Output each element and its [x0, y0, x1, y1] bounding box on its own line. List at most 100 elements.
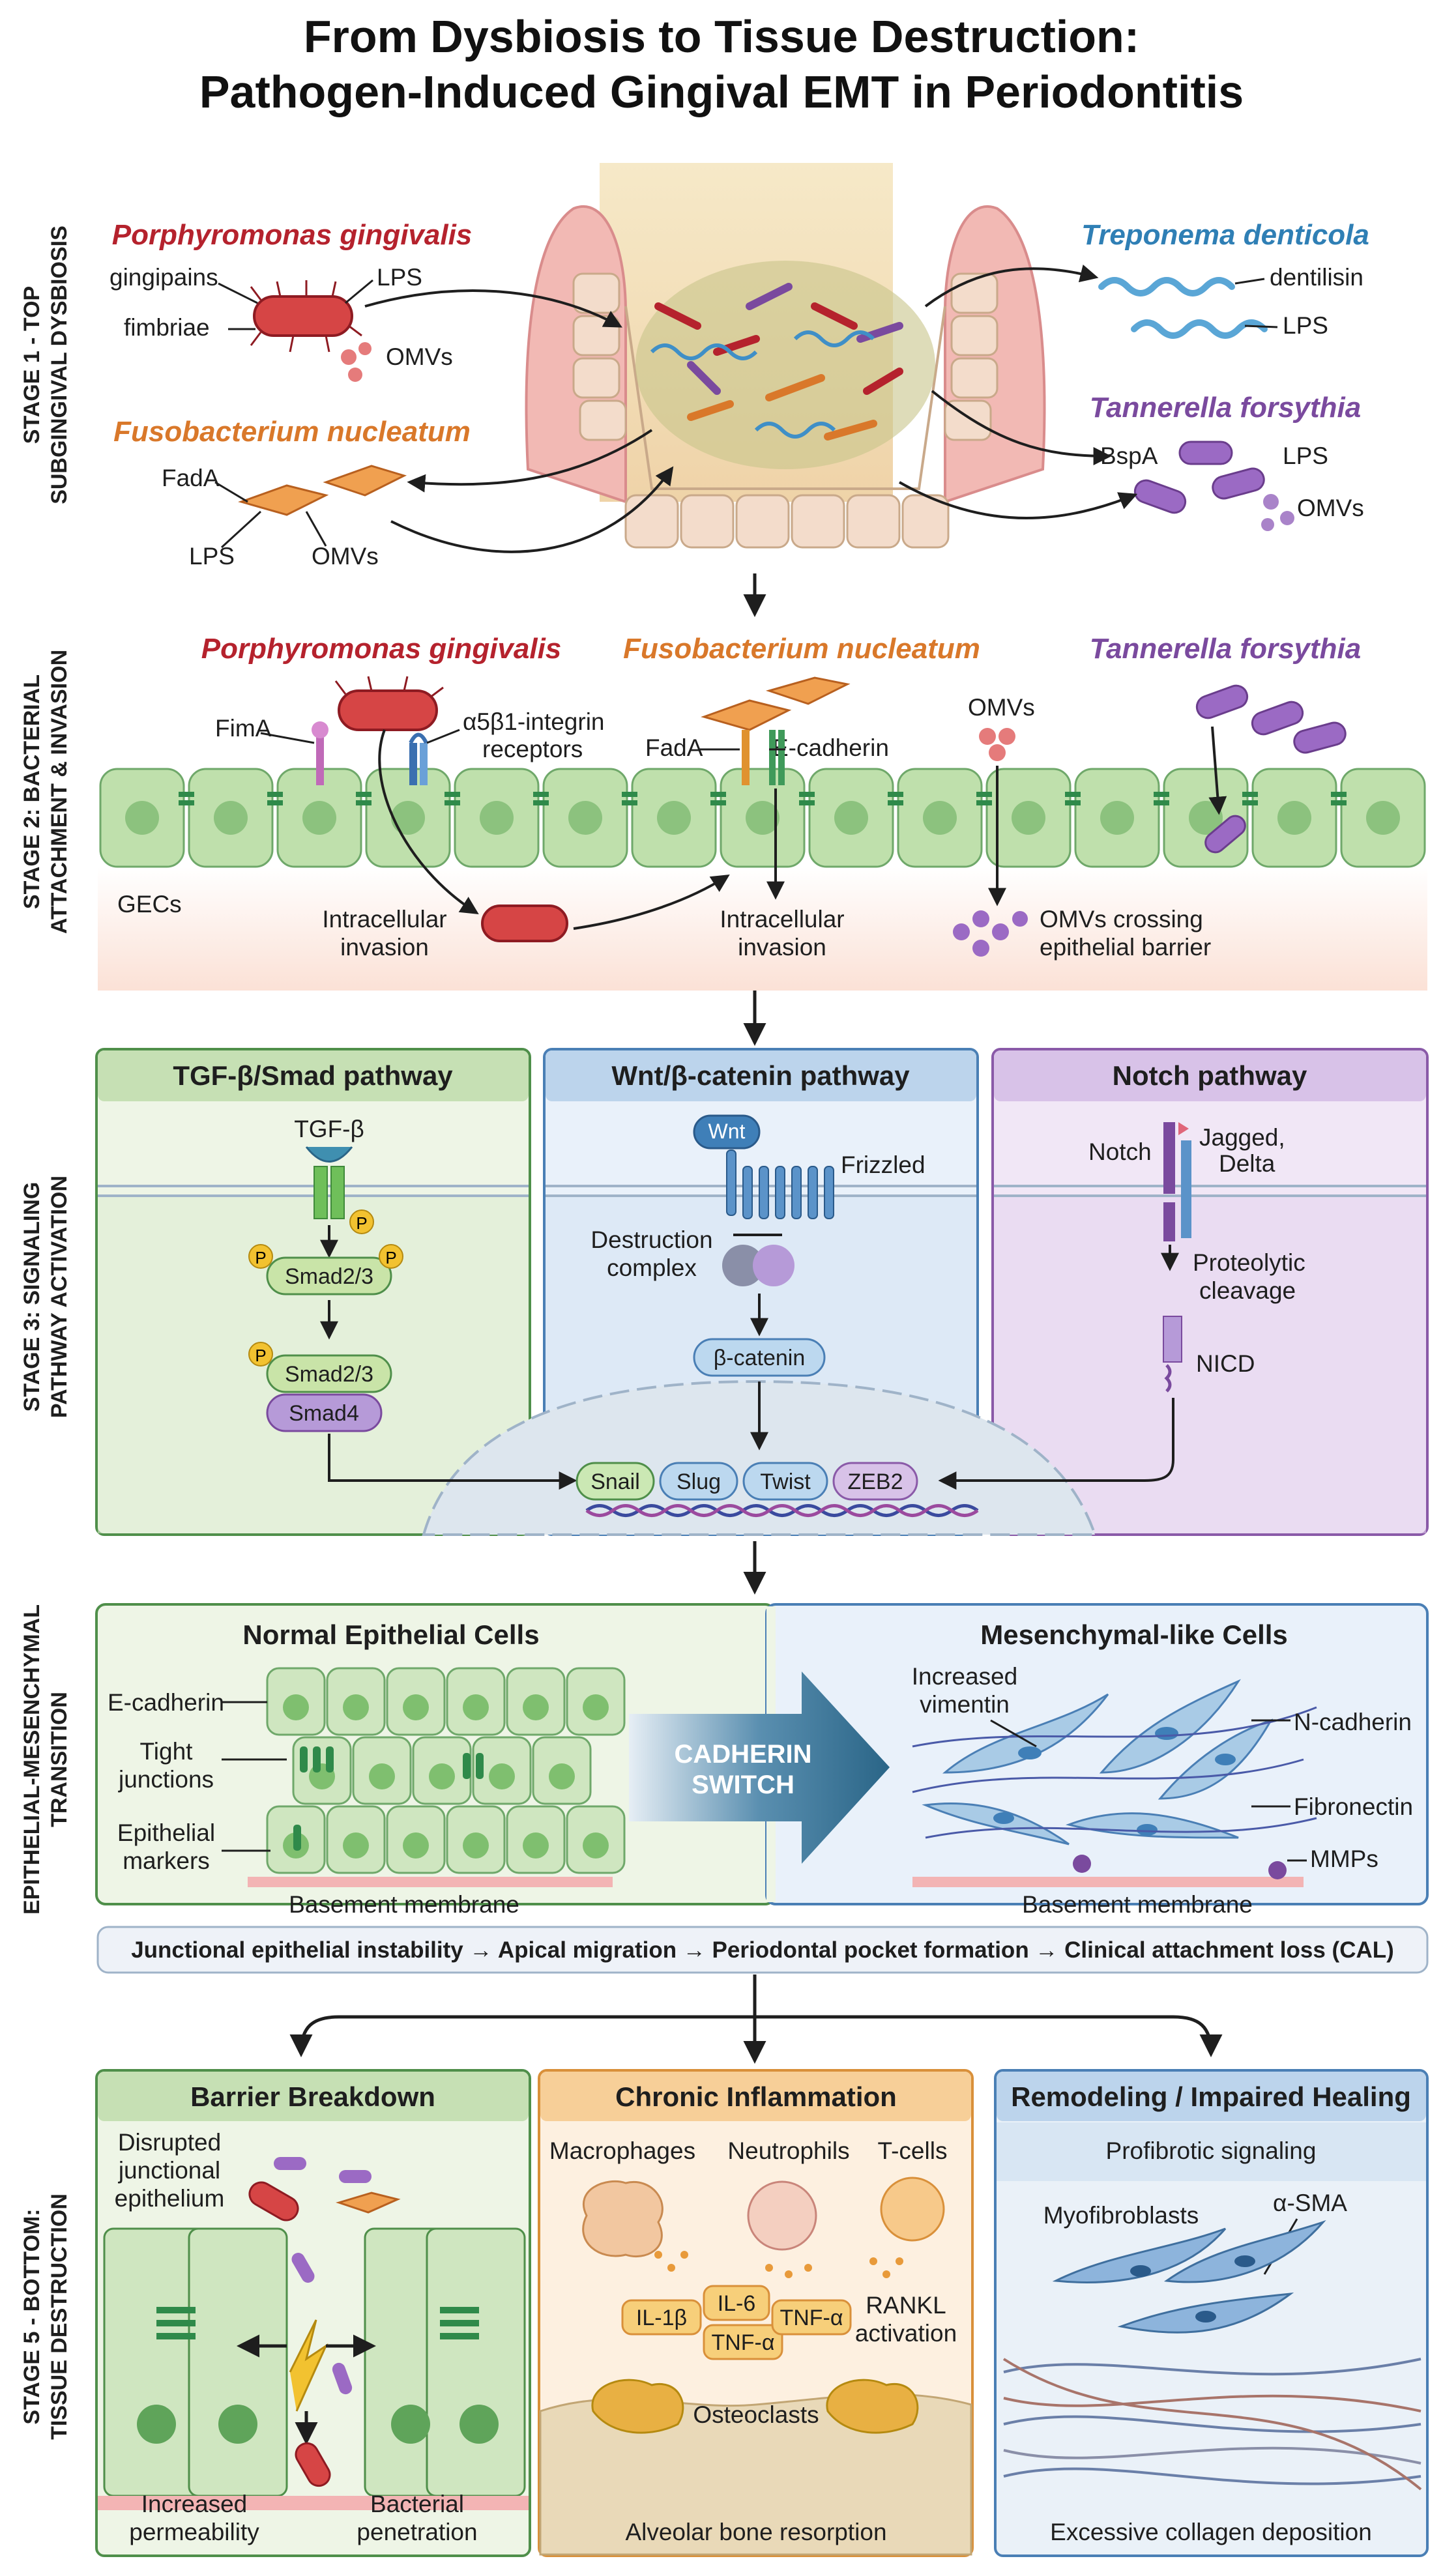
emt-bm-right: Basement membrane — [1022, 1891, 1253, 1918]
gec-nucleus — [657, 801, 691, 835]
tight-junction — [799, 800, 815, 805]
emt-ncad: N-cadherin — [1294, 1709, 1412, 1735]
bm-right-strip — [912, 1877, 1304, 1887]
osteoclasts-label: Osteoclasts — [693, 2401, 819, 2428]
stage1-pg-name: Porphyromonas gingivalis — [112, 219, 473, 251]
notch-label: Notch — [1088, 1138, 1152, 1165]
tight-junction — [976, 792, 992, 797]
tight-junction — [1242, 792, 1258, 797]
jagged-delta-2: Delta — [1219, 1150, 1275, 1177]
tgf-header: TGF-β/Smad pathway — [173, 1060, 453, 1091]
rankl-1: RANKL — [866, 2292, 946, 2319]
switch-line1: CADHERIN — [674, 1740, 811, 1769]
barrier-arrows — [237, 2334, 376, 2445]
normal-epithelial-grid — [266, 1667, 626, 1874]
pg-omvs-stage1 — [341, 342, 372, 382]
bp-2: penetration — [357, 2519, 477, 2545]
emt-side-label-2: TRANSITION — [47, 1692, 72, 1827]
stage2-omvs: OMVs — [968, 694, 1035, 721]
tight-junction — [1331, 792, 1347, 797]
stage2-omv-cross-2: epithelial barrier — [1040, 934, 1211, 961]
osteoclast-right — [826, 2379, 919, 2434]
consequence-text: Junctional epithelial instability → Apic… — [131, 1937, 1394, 1963]
emt-epithelial-nucleus — [429, 1763, 455, 1789]
stage3: STAGE 3: SIGNALING PATHWAY ACTIVATION TG… — [20, 1048, 1429, 1536]
inflammation-header: Chronic Inflammation — [615, 2081, 897, 2112]
bm-left-strip — [248, 1877, 613, 1887]
gingival-pocket-illustration — [525, 163, 1046, 549]
emt-bm-left: Basement membrane — [289, 1891, 519, 1918]
emt-epithelial-nucleus — [549, 1763, 575, 1789]
neutrophils-label: Neutrophils — [727, 2137, 849, 2164]
emt-side-label-1: EPITHELIAL-MESENCHYMAL — [20, 1604, 44, 1915]
fn-bacteria-stage1 — [238, 465, 407, 516]
emt-tight-junction — [326, 1746, 334, 1773]
tight-junction — [533, 800, 549, 805]
proteolytic-2: cleavage — [1199, 1277, 1296, 1304]
neutrophil-cell — [747, 2180, 817, 2251]
gec-nucleus — [834, 801, 868, 835]
profibrotic-label: Profibrotic signaling — [1106, 2137, 1317, 2164]
tnfa-1: TNF-α — [780, 2306, 843, 2330]
tight-junction — [799, 792, 815, 797]
gec-nucleus — [1277, 801, 1311, 835]
stage2-fn-name: Fusobacterium nucleatum — [623, 633, 980, 665]
stage5-side-label-1: STAGE 5 - BOTTOM: — [20, 2208, 44, 2424]
stage1-td-lps: LPS — [1283, 312, 1328, 339]
wnt-header: Wnt/β-catenin pathway — [611, 1060, 910, 1091]
bp-1: Bacterial — [370, 2491, 464, 2517]
pg-bacterium-stage1 — [250, 280, 362, 353]
tf-label: Snail — [590, 1469, 640, 1494]
emt-epithelial-nucleus — [403, 1832, 429, 1859]
dj-1: Disrupted — [118, 2129, 221, 2156]
td-spirochetes-stage1 — [1098, 277, 1268, 339]
emt-vim-1: Increased — [912, 1663, 1018, 1690]
fima-receptor — [312, 721, 328, 785]
epithelial-cell-layer — [99, 768, 1426, 868]
tight-junction — [356, 800, 372, 805]
tight-junction — [888, 792, 903, 797]
emt-epithelial-nucleus — [343, 1832, 369, 1859]
emt-em-1: Epithelial — [117, 1819, 215, 1846]
wnt-ligand-label: Wnt — [708, 1120, 746, 1143]
stage2-pg-name: Porphyromonas gingivalis — [201, 633, 562, 665]
tight-junction — [1065, 800, 1081, 805]
dna-strand — [585, 1504, 979, 1517]
emt-vim-2: vimentin — [920, 1691, 1010, 1718]
collagen-fibers — [1002, 2358, 1422, 2491]
stage2-side-label-2: ATTACHMENT & INVASION — [47, 650, 72, 934]
cadherin-switch-arrow: CADHERIN SWITCH — [629, 1672, 890, 1864]
emt-tight-junction — [476, 1753, 484, 1779]
pg-bacterium-stage2 — [334, 676, 444, 731]
remodeling-header: Remodeling / Impaired Healing — [1011, 2081, 1411, 2112]
omvs-stage2 — [979, 728, 1015, 761]
destruction-complex-b — [753, 1245, 794, 1286]
tight-junction — [622, 792, 637, 797]
integrin-receptor — [409, 732, 428, 785]
tf-bacteria-stage2 — [1195, 684, 1347, 854]
beta-catenin — [693, 1338, 826, 1377]
frizzled-label: Frizzled — [841, 1151, 926, 1178]
collagen-label: Excessive collagen deposition — [1050, 2519, 1372, 2545]
tight-junction — [179, 800, 194, 805]
emt-epithelial-nucleus — [463, 1832, 489, 1859]
tf-pill — [659, 1462, 738, 1501]
gec-nucleus — [214, 801, 248, 835]
nicd-label: NICD — [1196, 1350, 1255, 1377]
stage2-ecadherin: E-cadherin — [772, 734, 889, 761]
gec-nucleus — [302, 801, 336, 835]
frizzled-receptor — [726, 1150, 834, 1219]
notch-header: Notch pathway — [1113, 1060, 1307, 1091]
emt-epithelial-nucleus — [583, 1694, 609, 1720]
tight-junction — [1154, 792, 1169, 797]
normal-title: Normal Epithelial Cells — [242, 1619, 539, 1650]
stage2-omv-cross-1: OMVs crossing — [1040, 906, 1203, 933]
tight-junction — [622, 800, 637, 805]
emt-em-2: markers — [123, 1847, 210, 1874]
fada-ecadherin-bond — [742, 730, 785, 785]
stage1-side-label-1: STAGE 1 - TOP — [20, 286, 44, 444]
tf-pill — [576, 1462, 655, 1501]
stage1-side-label-2: SUBGINGIVAL DYSBIOSIS — [47, 225, 72, 504]
title-line2: Pathogen-Induced Gingival EMT in Periodo… — [199, 66, 1244, 117]
bone-resorption-label: Alveolar bone resorption — [625, 2519, 886, 2545]
